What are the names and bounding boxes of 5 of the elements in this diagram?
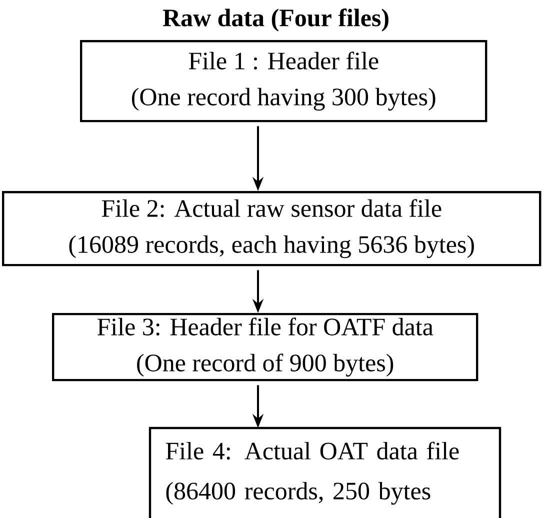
file-box: File 3: Header file for OATF data (One record of 900 bytes) (52, 312, 478, 382)
file-box: File 1 : Header file (One record having 300 bytes) (80, 40, 488, 122)
title: Raw data (Four files) (162, 8, 388, 32)
file-box: File 4: Actual OAT data file (86400 records, 250 bytes (148, 426, 502, 518)
file-box: File 2: Actual raw sensor data file (16089 records, each having 5636 bytes) (2, 191, 542, 266)
